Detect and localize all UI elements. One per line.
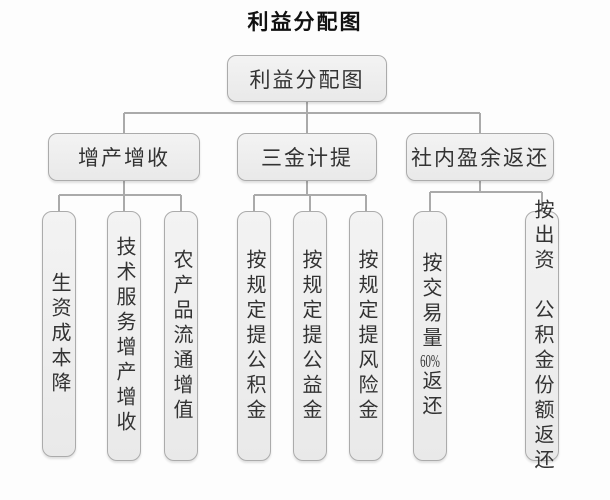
leaf-node: 农产品流通增值 [164,211,198,461]
branch-node-label: 社内盈余返还 [411,146,549,170]
leaf-node: 按交易量60%返还 [413,211,447,461]
branch-node-increase-production: 增产增收 [48,133,200,181]
leaf-node-label: 农产品流通增值 [170,248,192,424]
leaf-node: 按规定提风险金 [349,211,383,461]
leaf-node: 技术服务增产增收 [107,211,141,461]
branch-node-three-funds: 三金计提 [237,133,377,181]
branch-node-surplus-return: 社内盈余返还 [406,133,554,181]
branch-node-label: 三金计提 [261,146,353,170]
leaf-node-label: 技术服务增产增收 [113,236,135,436]
leaf-node-label: 按规定提公积金 [243,248,265,424]
root-node: 利益分配图 [227,55,387,102]
leaf-node: 按规定提公积金 [237,211,271,461]
leaf-node-label: 按交易量60%返还 [419,252,441,420]
leaf-node: 按出资 公积金份额返还 [525,199,559,474]
leaf-node-label: 按出资 公积金份额返还 [531,198,553,474]
page-title: 利益分配图 [247,11,363,34]
leaf-node-label: 按规定提风险金 [355,248,377,424]
leaf-node-label: 生资成本降 [48,271,70,397]
leaf-node: 按规定提公益金 [293,211,327,461]
root-node-label: 利益分配图 [249,67,365,92]
leaf-node-label: 按规定提公益金 [299,248,321,424]
branch-node-label: 增产增收 [78,146,170,170]
leaf-node: 生资成本降 [42,211,76,457]
